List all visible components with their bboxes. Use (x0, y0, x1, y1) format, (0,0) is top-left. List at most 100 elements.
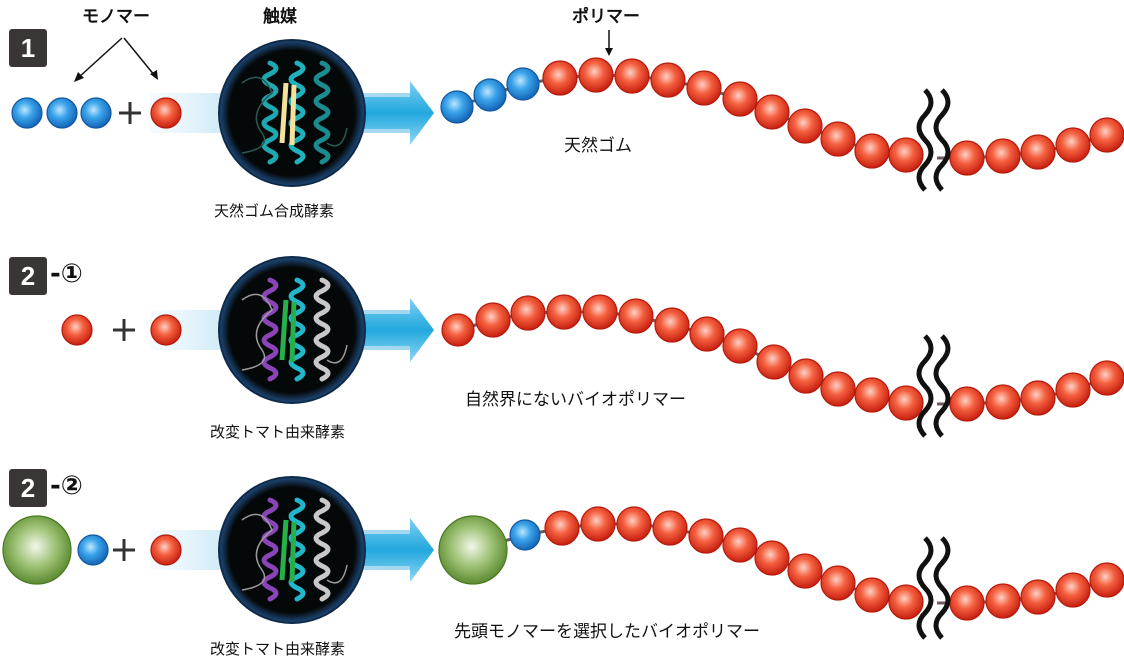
coil-loop (241, 76, 273, 154)
red-bead (652, 510, 688, 546)
red-bead (650, 62, 686, 98)
row-3-badge: 2 (9, 469, 47, 507)
catalyst-label: 触媒 (263, 7, 297, 27)
red-bead (654, 307, 690, 343)
beta-strand (289, 301, 297, 363)
red-monomer (150, 97, 182, 129)
red-monomer (150, 534, 182, 566)
red-bead (578, 57, 614, 93)
row-3-suffix: -② (50, 471, 83, 501)
blue-monomer (80, 97, 112, 129)
enzyme-structure-modified (218, 256, 366, 404)
red-bead (888, 584, 924, 620)
red-bead (788, 358, 824, 394)
enzyme-structure-natural (218, 39, 366, 187)
red-bead (1020, 134, 1056, 170)
beta-strand (279, 82, 289, 144)
enzyme-structure-modified (218, 476, 366, 624)
row-3-product-label: 先頭モノマーを選択したバイオポリマー (454, 622, 760, 642)
red-bead (820, 121, 856, 157)
polymer-chain (438, 506, 1124, 640)
red-bead (754, 94, 790, 130)
red-bead (542, 60, 578, 96)
red-bead (756, 344, 792, 380)
red-bead (441, 313, 475, 347)
chain-break-icon (916, 88, 934, 192)
monomer-pointer-right (123, 37, 156, 77)
red-bead (688, 518, 724, 554)
blue-monomer (11, 97, 43, 129)
alpha-helix (313, 497, 331, 602)
red-bead (544, 510, 580, 546)
beta-strand (279, 299, 289, 361)
red-bead (820, 565, 856, 601)
red-bead (722, 328, 758, 364)
coil-loop (241, 513, 273, 591)
beta-strand (289, 521, 297, 583)
green-monomer (2, 515, 72, 585)
monomer-pointer-right-head (150, 70, 158, 80)
red-bead (1089, 117, 1124, 153)
red-bead (854, 133, 890, 169)
chain-break-icon (933, 88, 951, 192)
polymer-label: ポリマー (572, 7, 640, 27)
red-bead (854, 577, 890, 613)
blue-monomer (77, 534, 109, 566)
blue-bead (509, 519, 541, 551)
green-bead (438, 515, 508, 585)
alpha-helix (313, 60, 331, 165)
red-bead (1089, 562, 1124, 598)
chain-break-icon (933, 536, 951, 640)
red-bead (1020, 579, 1056, 615)
red-bead (985, 138, 1021, 174)
red-bead (1055, 127, 1091, 163)
alpha-helix (313, 277, 331, 382)
monomer-pointer-left (77, 37, 123, 79)
alpha-helix (288, 497, 306, 602)
polymer-pointer-head (605, 48, 613, 56)
reaction-arrow (360, 81, 434, 145)
row-1-badge: 1 (9, 29, 47, 67)
red-bead (1055, 372, 1091, 408)
blue-bead (506, 67, 540, 101)
coil-loop (241, 293, 273, 371)
alpha-helix (261, 277, 279, 382)
chain-break-icon (916, 536, 934, 640)
row-1-product-label: 天然ゴム (564, 136, 632, 156)
reaction-row-1 (11, 39, 1124, 192)
row-2-enzyme-label: 改変トマト由来酵素 (210, 423, 346, 441)
red-bead (1055, 572, 1091, 608)
red-bead (949, 585, 985, 621)
alpha-helix (288, 277, 306, 382)
red-bead (787, 553, 823, 589)
red-bead (1020, 380, 1056, 416)
red-monomer (61, 314, 93, 346)
red-bead (618, 298, 654, 334)
red-bead (510, 295, 546, 331)
red-bead (985, 384, 1021, 420)
red-monomer (150, 314, 182, 346)
polymer-chain (441, 294, 1124, 438)
row-2-product-label: 自然界にないバイオポリマー (465, 390, 686, 410)
chain-break-icon (916, 334, 934, 438)
row-2-badge: 2 (9, 257, 47, 295)
red-bead (985, 583, 1021, 619)
reaction-row-2 (61, 256, 1124, 438)
row-1-enzyme-label: 天然ゴム合成酵素 (214, 202, 335, 220)
reaction-arrow (360, 298, 434, 362)
red-bead (580, 506, 616, 542)
red-bead (475, 302, 511, 338)
coil-loop (326, 564, 348, 584)
red-bead (949, 386, 985, 422)
reaction-arrow (360, 518, 434, 582)
red-bead (614, 58, 650, 94)
red-bead (582, 294, 618, 330)
red-bead (616, 506, 652, 542)
polymer-chain (440, 57, 1124, 192)
red-bead (754, 540, 790, 576)
alpha-helix (261, 60, 279, 165)
row-3-enzyme-label: 改変トマト由来酵素 (210, 640, 346, 658)
alpha-helix (261, 497, 279, 602)
beta-strand (279, 519, 289, 581)
red-bead (722, 527, 758, 563)
